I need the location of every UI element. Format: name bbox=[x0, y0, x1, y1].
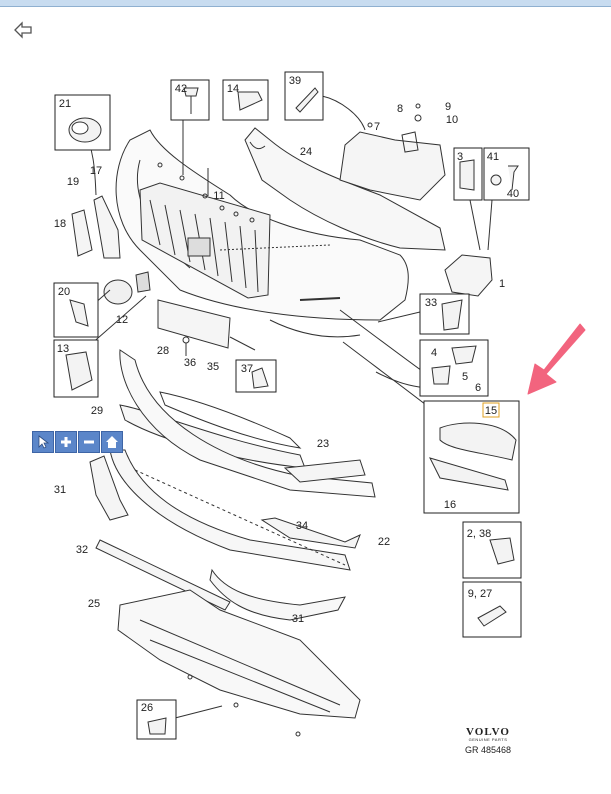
callout-20[interactable]: 20 bbox=[58, 286, 70, 298]
callout-10[interactable]: 10 bbox=[446, 114, 458, 126]
callout-6[interactable]: 6 bbox=[475, 382, 481, 394]
fog-light-19 bbox=[93, 195, 121, 259]
bracket-7-8 bbox=[339, 131, 446, 201]
lower-bumper bbox=[109, 449, 351, 571]
callout-9-27[interactable]: 9, 27 bbox=[468, 588, 492, 600]
back-arrow-icon[interactable] bbox=[12, 20, 34, 40]
license-bracket bbox=[157, 299, 231, 349]
callout-39[interactable]: 39 bbox=[289, 75, 301, 87]
callout-33[interactable]: 33 bbox=[425, 297, 437, 309]
detail-box-39 bbox=[284, 71, 324, 121]
callout-40[interactable]: 40 bbox=[507, 188, 519, 200]
bracket-1 bbox=[444, 254, 493, 297]
callout-14[interactable]: 14 bbox=[227, 83, 239, 95]
plus-icon[interactable] bbox=[55, 431, 77, 453]
callout-29[interactable]: 29 bbox=[91, 405, 103, 417]
part-31-trim bbox=[209, 568, 346, 621]
callout-8[interactable]: 8 bbox=[397, 103, 403, 115]
callout-42[interactable]: 42 bbox=[175, 83, 187, 95]
callout-25[interactable]: 25 bbox=[88, 598, 100, 610]
callout-18[interactable]: 18 bbox=[54, 218, 66, 230]
callout-7[interactable]: 7 bbox=[374, 121, 380, 133]
top-frame-bar bbox=[0, 0, 611, 7]
detail-box-41 bbox=[483, 147, 530, 201]
callout-23[interactable]: 23 bbox=[317, 438, 329, 450]
callout-32[interactable]: 32 bbox=[76, 544, 88, 556]
callout-11[interactable]: 11 bbox=[213, 190, 224, 202]
callout-5[interactable]: 5 bbox=[462, 371, 468, 383]
callout-4[interactable]: 4 bbox=[431, 347, 437, 359]
callout-24[interactable]: 24 bbox=[300, 146, 312, 158]
highlight-arrow bbox=[527, 323, 586, 395]
callout-31-left[interactable]: 31 bbox=[54, 484, 66, 496]
pointer-icon[interactable] bbox=[32, 431, 54, 453]
callout-12[interactable]: 12 bbox=[116, 314, 128, 326]
volvo-logo: VOLVO bbox=[466, 726, 510, 738]
fog-light-18 bbox=[71, 209, 93, 257]
callout-9[interactable]: 9 bbox=[445, 101, 451, 113]
callout-21[interactable]: 21 bbox=[59, 98, 71, 110]
part-23 bbox=[283, 459, 366, 483]
callout-15[interactable]: 15 bbox=[485, 405, 497, 417]
brand-block: VOLVO GENUINE PARTS GR 485468 bbox=[458, 726, 518, 753]
callout-34[interactable]: 34 bbox=[296, 520, 308, 532]
callout-16[interactable]: 16 bbox=[444, 499, 456, 511]
callout-19[interactable]: 19 bbox=[67, 176, 79, 188]
callout-13[interactable]: 13 bbox=[57, 343, 69, 355]
part-32-strip bbox=[95, 539, 231, 611]
callout-36[interactable]: 36 bbox=[184, 357, 196, 369]
detail-box-9-27 bbox=[462, 581, 522, 638]
minus-icon[interactable] bbox=[78, 431, 100, 453]
callout-1[interactable]: 1 bbox=[499, 278, 505, 290]
callout-41[interactable]: 41 bbox=[487, 151, 499, 163]
callout-37[interactable]: 37 bbox=[241, 363, 253, 375]
callout-3[interactable]: 3 bbox=[457, 151, 463, 163]
home-icon[interactable] bbox=[101, 431, 123, 453]
callout-17[interactable]: 17 bbox=[90, 165, 102, 177]
diagram-number: GR 485468 bbox=[464, 745, 512, 753]
callout-31-lower[interactable]: 31 bbox=[292, 613, 304, 625]
reinforcement-bar bbox=[244, 127, 446, 251]
highlight-box-15 bbox=[482, 402, 500, 418]
callout-26[interactable]: 26 bbox=[141, 702, 153, 714]
brand-subtitle: GENUINE PARTS bbox=[468, 737, 508, 742]
callout-35[interactable]: 35 bbox=[207, 361, 219, 373]
part-31-left bbox=[89, 455, 129, 521]
zoom-toolbar bbox=[32, 431, 123, 453]
detail-box-42 bbox=[170, 79, 210, 121]
undertray bbox=[117, 589, 361, 719]
callout-28[interactable]: 28 bbox=[157, 345, 169, 357]
callout-22[interactable]: 22 bbox=[378, 536, 390, 548]
emblem-12 bbox=[103, 279, 133, 305]
callout-2-38[interactable]: 2, 38 bbox=[467, 528, 491, 540]
